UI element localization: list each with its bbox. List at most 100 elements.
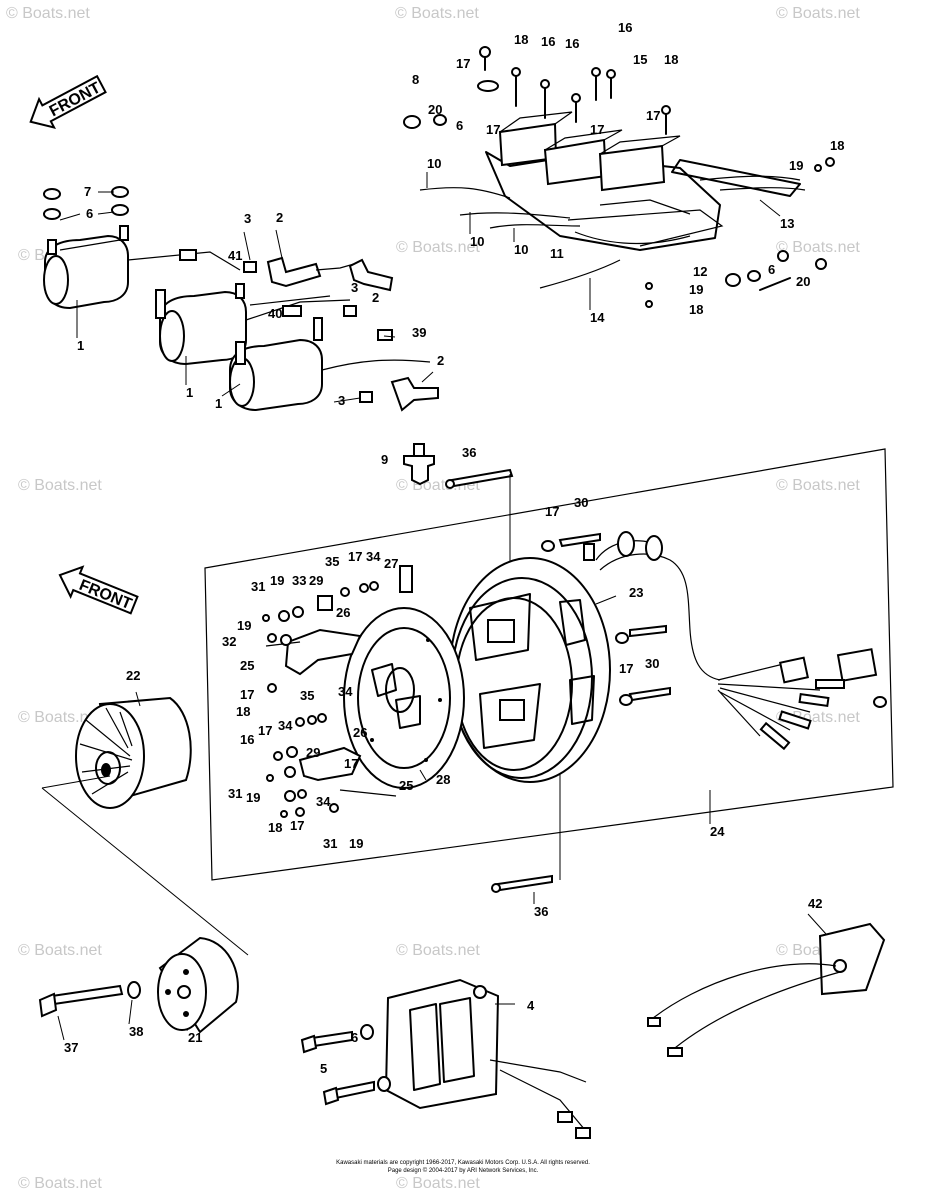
switch-bracket [647,922,886,1057]
callout-number: 38 [129,1024,143,1039]
callout-number: 4 [527,998,535,1013]
front-label: FRONT [47,79,104,120]
callout-number: 28 [436,772,450,787]
callout-number: 37 [64,1040,78,1055]
callout-number: 17 [619,661,633,676]
regulator-bracket-assembly [419,111,806,289]
callout-number: 17 [646,108,660,123]
callout-number: 36 [534,904,548,919]
spark-plug [403,443,435,486]
watermark: © Boats.net [776,477,860,494]
callout-number: 20 [428,102,442,117]
callout-number: 42 [808,896,822,911]
callout-number: 17 [258,723,272,738]
watermark: © Boats.net [6,5,90,22]
callout-number: 21 [188,1030,202,1045]
watermark: © Boats.net [776,239,860,256]
igniter-unit [384,978,591,1139]
callout-number: 17 [486,122,500,137]
callout-number: 17 [344,756,358,771]
callout-number: 34 [316,794,331,809]
callout-number: 8 [412,72,419,87]
breaker-plate [343,607,465,789]
callout-number: 33 [292,573,306,588]
callout-number: 2 [372,290,379,305]
callout-number: 40 [268,306,282,321]
callout-number: 7 [84,184,91,199]
callout-number: 18 [236,704,250,719]
callout-number: 3 [338,393,345,408]
callout-number: 1 [215,396,222,411]
callout-number: 24 [710,824,725,839]
callout-number: 31 [251,579,265,594]
watermark: © Boats.net [395,5,479,22]
callout-number: 10 [427,156,441,171]
stator-housing [449,531,721,783]
callout-number: 18 [830,138,844,153]
callout-number: 2 [276,210,283,225]
callout-number: 25 [240,658,254,673]
callout-number: 34 [366,549,381,564]
screw-icons [403,46,835,308]
callout-number: 6 [86,206,93,221]
callout-number: 39 [412,325,426,340]
callout-number: 2 [437,353,444,368]
callout-number: 34 [278,718,293,733]
long-bolt-36 [445,468,561,893]
watermark: © Boats.net [396,1175,480,1192]
alternator-rotor [75,696,192,809]
callout-number: 19 [270,573,284,588]
callout-number: 15 [633,52,647,67]
contact-breakers [265,565,413,797]
callout-number: 18 [664,52,678,67]
watermark: © Boats.net [18,1175,102,1192]
copyright-line: Kawasaki materials are copyright 1966-20… [336,1160,590,1166]
callout-number: 18 [514,32,528,47]
callout-number: 31 [228,786,242,801]
callout-number: 36 [462,445,476,460]
callout-number: 10 [514,242,528,257]
callout-number: 1 [77,338,84,353]
assembly-lines [41,775,249,956]
callout-number: 10 [470,234,484,249]
watermark: © Boats.net [776,5,860,22]
callout-number: 41 [228,248,242,263]
callout-number: 9 [381,452,388,467]
callout-number: 29 [309,573,323,588]
callout-number: 26 [353,725,367,740]
front-label: FRONT [77,577,135,613]
stator-assembly-frame [204,448,894,881]
callout-number: 16 [240,732,254,747]
callout-number: 23 [629,585,643,600]
callout-number: 31 [323,836,337,851]
callout-number: 35 [325,554,339,569]
watermark: © Boats.net [18,477,102,494]
timing-advancer [157,936,239,1034]
callout-number: 17 [348,549,362,564]
watermark: © Boats.net [18,942,102,959]
callout-number: 1 [186,385,193,400]
callout-number: 19 [246,790,260,805]
callout-number: 22 [126,668,140,683]
callout-number: 16 [565,36,579,51]
callout-number: 16 [618,20,632,35]
callout-number: 12 [693,264,707,279]
callout-number: 6 [456,118,463,133]
front-arrow-icon: FRONT [58,565,139,615]
callout-number: 30 [574,495,588,510]
callout-number: 32 [222,634,236,649]
spark-plug-caps [243,256,439,412]
small-hardware [262,581,379,818]
callout-number: 3 [244,211,251,226]
ignition-coils [43,186,431,412]
callout-number: 3 [351,280,358,295]
watermark: © Boats.net [396,942,480,959]
callout-number: 18 [689,302,703,317]
callout-number: 19 [237,618,251,633]
callout-number: 19 [789,158,803,173]
callout-number: 19 [689,282,703,297]
copyright-line: Page design © 2004-2017 by ARI Network S… [388,1167,539,1174]
callout-number: 14 [590,310,605,325]
watermark: © Boats.net [396,239,480,256]
